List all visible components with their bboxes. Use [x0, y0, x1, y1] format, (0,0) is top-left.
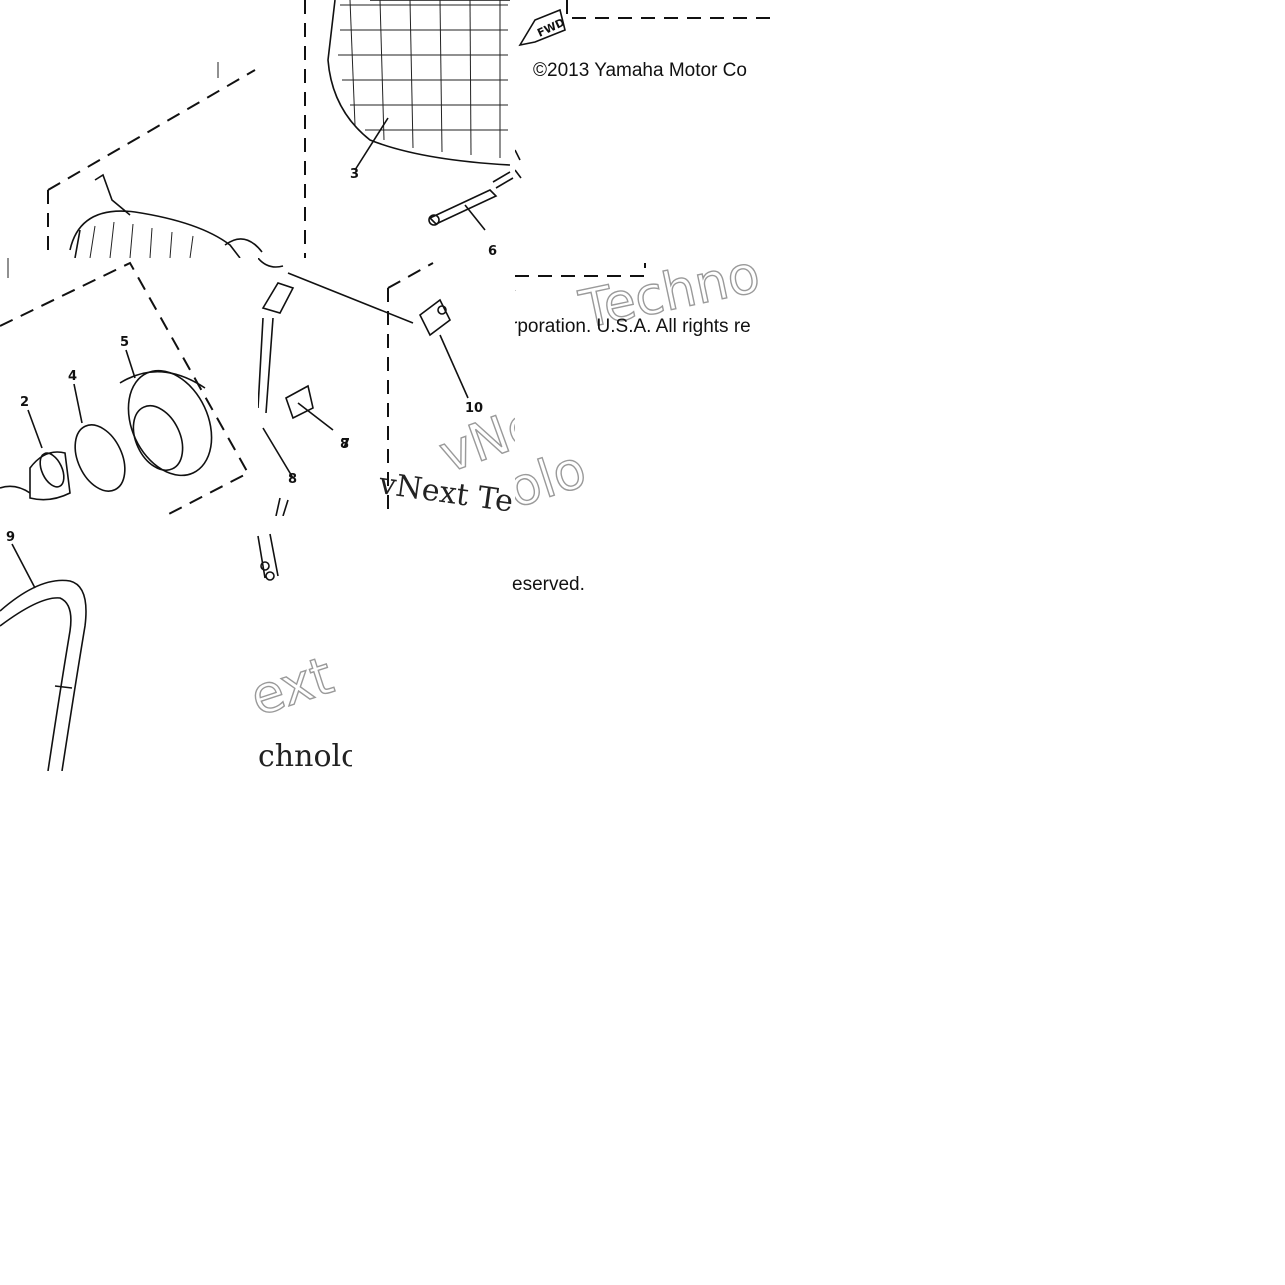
callout-8a: 7: [341, 437, 350, 452]
watermark-vnext-te: vNext Te: [376, 466, 515, 516]
copyright-line-2: rporation. U.S.A. All rights re: [515, 316, 751, 337]
callout-7: 8: [288, 472, 297, 487]
callout-3: 3: [350, 167, 359, 182]
callout-10: 10: [465, 401, 483, 416]
callout-8b: 8: [340, 437, 349, 452]
callout-2: 2: [20, 395, 29, 410]
callout-8b-wrap: 8: [340, 437, 349, 452]
diagram-tile-copyright-top: FWD ©2013 Yamaha Motor Co: [515, 0, 773, 258]
copyright-line-1: ©2013 Yamaha Motor Co: [533, 60, 747, 81]
watermark-chnolo: chnolo: [258, 739, 352, 771]
diagram-tile-bracket: 7 8 vNe vNext Te: [258, 258, 516, 516]
diagram-tile-lens: 3 6: [310, 0, 515, 258]
callout-5: 5: [120, 335, 129, 350]
callout-4: 4: [68, 369, 77, 384]
diagram-tile-harness: 9 ext chnolo: [0, 516, 352, 771]
diagram-tile-bulb: 2 4 5: [0, 258, 258, 516]
copyright-line-3: eserved.: [512, 574, 585, 595]
clamp-part: 10: [418, 298, 483, 416]
watermark-olo: olo: [515, 439, 593, 516]
callout-9: 9: [6, 530, 15, 545]
callout-6: 6: [488, 244, 497, 258]
diagram-tile-copyright-middle: Techno olo rporation. U.S.A. All rights …: [515, 258, 773, 516]
watermark-ext: ext: [243, 646, 340, 728]
fwd-arrow-icon: FWD: [518, 8, 567, 47]
diagram-tile-housing: 1: [0, 0, 310, 258]
